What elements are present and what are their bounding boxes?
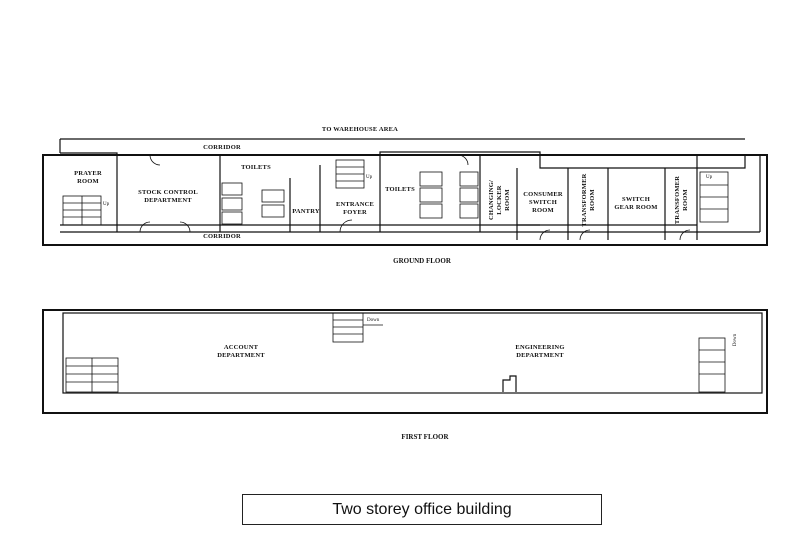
corridor-bottom-label: CORRIDOR [203,233,241,240]
stair-up-mark-b: Up [366,175,373,180]
toilet-cubicle [459,171,479,187]
first-floor-column [502,375,517,392]
consumer-label-3: ROOM [532,207,554,214]
toilets-left-label: TOILETS [241,164,271,171]
ground-floor-north-wall [60,151,761,232]
changing-label-1: CHANGING/ [488,180,495,220]
toilet-cubicle [419,171,443,187]
transformer2-label-2: ROOM [682,189,689,211]
transformer1-label-1: TRANSFORMER [581,173,588,226]
account-label-1: ACCOUNT [224,344,259,351]
stair-down-mark-a: Down [367,318,380,323]
toilet-cubicle [459,203,479,219]
entrance-label-1: ENTRANCE [336,201,374,208]
first-floor-title: FIRST FLOOR [401,433,449,441]
stock-label-1: STOCK CONTROL [138,189,198,196]
transformer1-label-2: ROOM [589,189,596,211]
stair-down-mark-b-group: Down [733,333,738,346]
first-floor-inner-wall [62,312,763,394]
toilet-cubicle [221,197,243,211]
consumer-label-1: CONSUMER [523,191,563,198]
door-swing [457,154,469,166]
door-swing [179,221,191,233]
first-central-stair [332,312,364,343]
figure-caption: Two storey office building [242,494,602,525]
door-swing [679,229,691,241]
engineering-label-1: ENGINEERING [515,344,564,351]
entrance-label-2: FOYER [343,209,367,216]
toilet-cubicle [221,211,243,225]
prayer-room-label-2: ROOM [77,178,99,185]
stair-up-mark-c: Up [706,175,713,180]
transformer2-label-group: TRANSFOMER ROOM [674,176,689,224]
toilets-right-label: TOILETS [385,186,415,193]
note-to-warehouse: TO WAREHOUSE AREA [322,126,398,133]
ground-floor-outline [42,154,768,246]
toilet-cubicle [261,189,285,203]
first-east-stair [698,337,726,393]
toilet-cubicle [459,187,479,203]
switchgear-label-1: SWITCH [622,196,650,203]
ground-floor-title: GROUND FLOOR [393,257,452,265]
consumer-label-2: SWITCH [529,199,557,206]
stair-down-mark-b: Down [733,333,738,346]
changing-label-group: CHANGING/ LOCKER ROOM [488,180,511,220]
prayer-room-label-1: PRAYER [74,170,102,177]
switchgear-label-2: GEAR ROOM [614,204,657,211]
toilet-cubicle [419,203,443,219]
stair-up-mark-a: Up [103,202,110,207]
changing-label-3: ROOM [504,189,511,211]
toilet-cubicle [221,182,243,196]
stock-label-2: DEPARTMENT [144,197,192,204]
pantry-label: PANTRY [292,208,320,215]
corridor-top-label: CORRIDOR [203,144,241,151]
door-swing [149,154,161,166]
account-label-2: DEPARTMENT [217,352,265,359]
door-swing [139,221,151,233]
first-floor-outline [42,309,768,414]
door-swing [339,219,353,233]
transformer1-label-group: TRANSFORMER ROOM [581,173,596,226]
first-floor-plan: ACCOUNT DEPARTMENT ENGINEERING DEPARTMEN… [42,309,768,441]
door-swing [579,229,591,241]
ground-floor-plan: TO WAREHOUSE AREA CORRIDOR CORRIDOR PRAY… [42,126,768,265]
toilet-cubicle [419,187,443,203]
changing-label-2: LOCKER [496,185,503,214]
toilet-cubicle [261,204,285,218]
transformer2-label-1: TRANSFOMER [674,176,681,224]
door-swing [539,229,551,241]
engineering-label-2: DEPARTMENT [516,352,564,359]
